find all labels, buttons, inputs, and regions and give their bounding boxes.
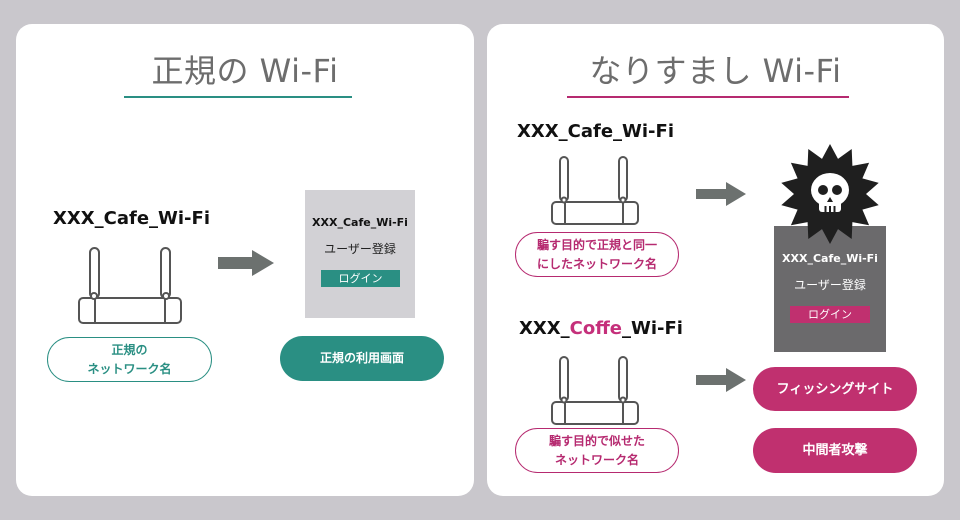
network-ssid: XXX_Cafe_Wi-Fi	[53, 208, 210, 229]
screen-ssid: XXX_Cafe_Wi-Fi	[312, 216, 408, 229]
router-icon	[78, 247, 182, 324]
arrow-right-icon	[696, 182, 746, 206]
router-icon	[551, 356, 639, 425]
spoof-ssid-similar: XXX_Coffe_Wi-Fi	[519, 318, 683, 339]
label-line-1: 騙す目的で似せた	[548, 433, 645, 448]
router-icon	[551, 156, 639, 225]
legit-login-screen: XXX_Cafe_Wi-Fi ユーザー登録 ログイン	[305, 190, 415, 318]
ssid-prefix: XXX_	[519, 318, 570, 339]
spoof-network-name-label-2: 騙す目的で似せた ネットワーク名	[515, 428, 679, 473]
label-line-2: ネットワーク名	[554, 452, 639, 467]
panel-title: 正規の Wi-Fi	[151, 52, 339, 90]
screen-register-text: ユーザー登録	[324, 242, 396, 256]
spoof-ssid-identical: XXX_Cafe_Wi-Fi	[517, 121, 674, 142]
mitm-attack-label: 中間者攻撃	[753, 428, 917, 473]
label-line-1: 正規の	[111, 342, 148, 357]
legit-network-name-label: 正規の ネットワーク名	[47, 337, 212, 382]
screen-ssid: XXX_Cafe_Wi-Fi	[782, 252, 878, 265]
title-underline	[124, 96, 352, 98]
ssid-suffix: _Wi-Fi	[622, 318, 683, 339]
spoof-wifi-panel: なりすまし Wi-Fi XXX_Cafe_Wi-Fi 騙す目的で正規と同一 にし…	[487, 24, 944, 496]
login-button[interactable]: ログイン	[790, 306, 870, 323]
title-underline	[567, 96, 849, 98]
panel-title: なりすまし Wi-Fi	[589, 52, 842, 90]
legit-wifi-panel: 正規の Wi-Fi XXX_Cafe_Wi-Fi 正規の ネットワーク名 XXX…	[16, 24, 474, 496]
spoof-network-name-label-1: 騙す目的で正規と同一 にしたネットワーク名	[515, 232, 679, 277]
label-line-2: ネットワーク名	[87, 361, 172, 376]
ssid-highlight: Coffe	[569, 318, 623, 339]
screen-register-text: ユーザー登録	[794, 278, 866, 292]
legit-usage-screen-label: 正規の利用画面	[280, 336, 444, 381]
login-button[interactable]: ログイン	[321, 270, 400, 287]
arrow-right-icon	[696, 368, 746, 392]
label-line-1: 騙す目的で正規と同一	[536, 237, 657, 252]
arrow-right-icon	[218, 250, 274, 276]
skull-icon	[781, 144, 879, 244]
phishing-site-label: フィッシングサイト	[753, 367, 917, 411]
label-line-2: にしたネットワーク名	[536, 256, 657, 271]
fake-login-screen: XXX_Cafe_Wi-Fi ユーザー登録 ログイン	[774, 226, 886, 352]
